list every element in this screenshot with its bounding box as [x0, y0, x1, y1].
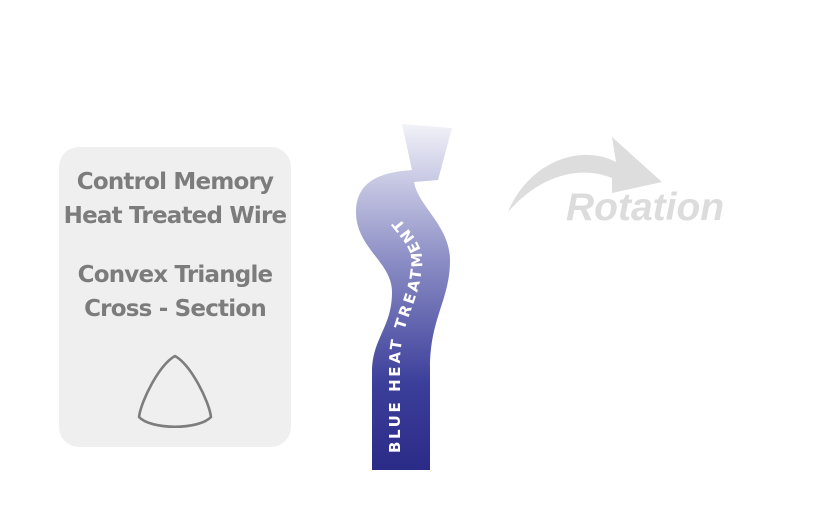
- rotation-label: Rotation: [566, 186, 725, 229]
- convex-triangle-cross-section-icon: [137, 354, 213, 429]
- wire-type-line-2: Heat Treated Wire: [63, 203, 287, 229]
- cross-section-line-2: Cross - Section: [84, 296, 267, 322]
- info-card: Control Memory Heat Treated Wire Convex …: [59, 147, 291, 447]
- rotation-arrow-icon: [508, 137, 662, 212]
- heat-treated-wire-arrow-icon: [356, 124, 452, 470]
- wire-type-line-1: Control Memory: [76, 169, 274, 195]
- cross-section-line-1: Convex Triangle: [77, 262, 274, 288]
